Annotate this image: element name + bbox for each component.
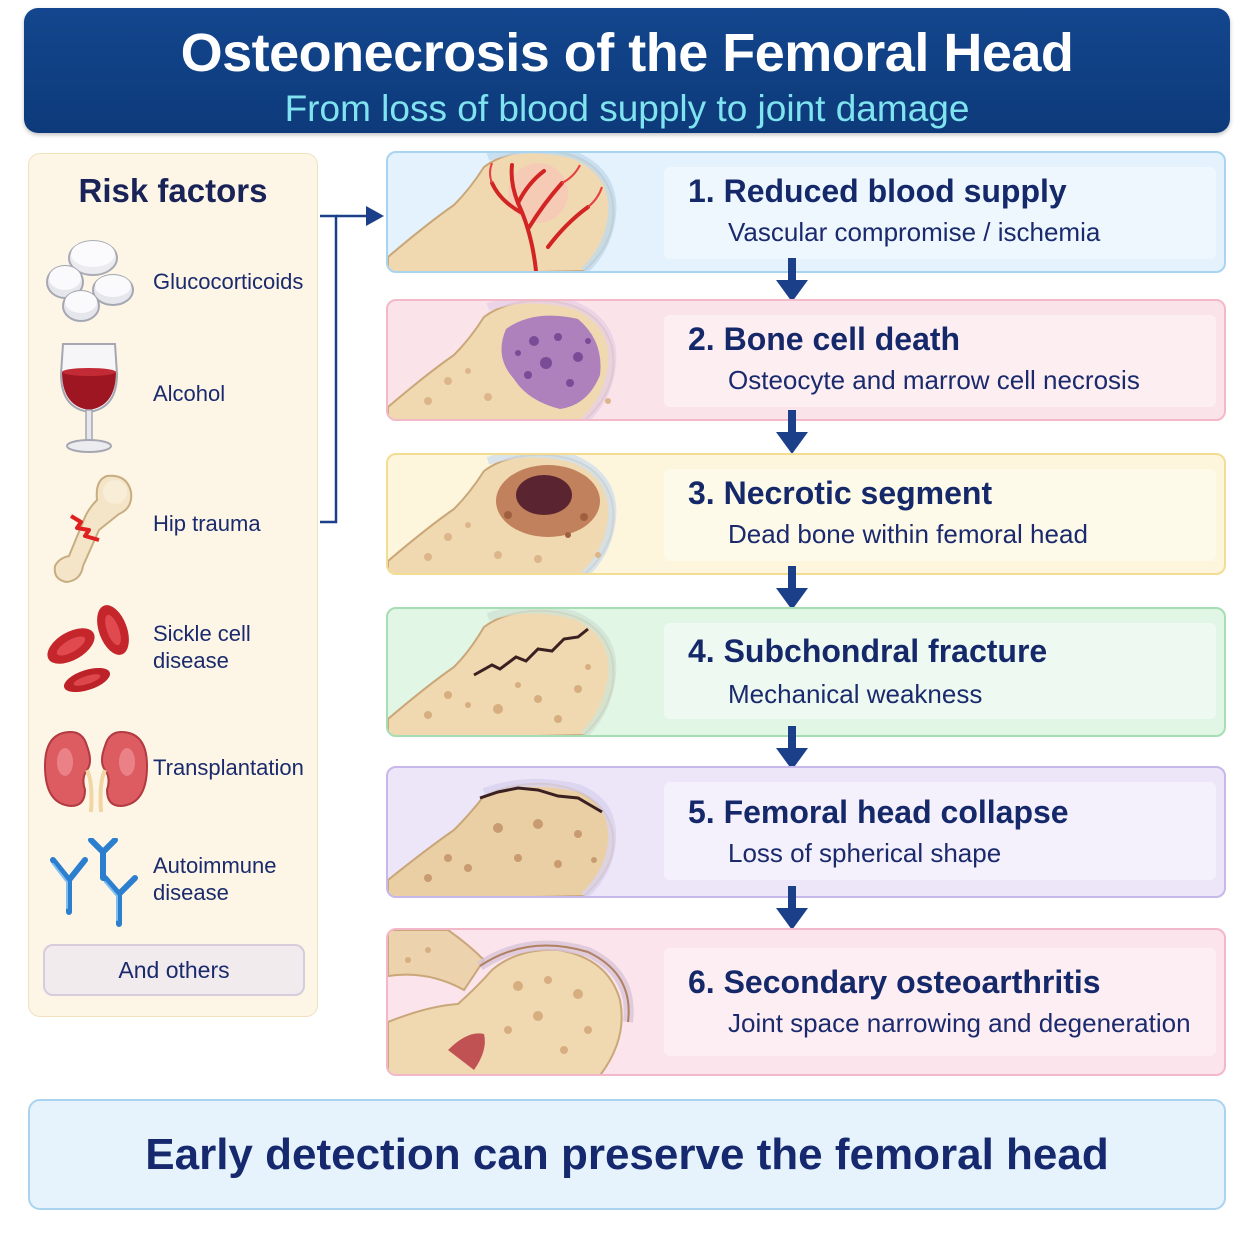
hip-joint-osteoarthritis-icon bbox=[388, 930, 634, 1074]
stage-title: 6. Secondary osteoarthritis bbox=[688, 964, 1101, 1000]
down-arrow-icon bbox=[776, 726, 808, 770]
risk-label: Transplantation bbox=[153, 755, 304, 780]
down-arrow-icon bbox=[776, 886, 808, 930]
kidneys-icon bbox=[43, 730, 149, 813]
and-others-box: And others bbox=[43, 944, 305, 996]
femoral-head-purple-necrosis-icon bbox=[388, 301, 617, 419]
stage-2: 2. Bone cell death Osteocyte and marrow … bbox=[386, 299, 1226, 421]
stage-card bbox=[664, 469, 1216, 561]
down-arrow-icon bbox=[776, 410, 808, 454]
stage-title: 5. Femoral head collapse bbox=[688, 794, 1069, 830]
stage-description: Osteocyte and marrow cell necrosis bbox=[728, 365, 1140, 395]
femoral-head-fracture-icon bbox=[388, 609, 617, 735]
femoral-head-collapse-icon bbox=[388, 778, 617, 896]
risk-factors-panel: Risk factors Glucocorticoids Alcohol bbox=[28, 153, 318, 1017]
antibodies-icon bbox=[50, 838, 138, 927]
stage-card bbox=[664, 315, 1216, 407]
risk-label: Hip trauma bbox=[153, 511, 261, 536]
stage-title: 1. Reduced blood supply bbox=[688, 173, 1067, 209]
stage-5: 5. Femoral head collapse Loss of spheric… bbox=[386, 766, 1226, 898]
stage-description: Vascular compromise / ischemia bbox=[728, 217, 1101, 247]
stage-description: Mechanical weakness bbox=[728, 679, 983, 709]
red-blood-cells-icon bbox=[47, 605, 129, 693]
stage-card bbox=[664, 167, 1216, 259]
header-banner: Osteonecrosis of the Femoral Head From l… bbox=[24, 8, 1230, 133]
femoral-head-necrotic-segment-icon bbox=[388, 455, 617, 573]
stage-card bbox=[664, 782, 1216, 880]
stage-title: 3. Necrotic segment bbox=[688, 475, 993, 511]
stage-description: Dead bone within femoral head bbox=[728, 519, 1088, 549]
pills-icon bbox=[46, 240, 134, 322]
stage-title: 2. Bone cell death bbox=[688, 321, 961, 357]
stage-title: 4. Subchondral fracture bbox=[688, 633, 1048, 669]
stage-description: Loss of spherical shape bbox=[728, 838, 1002, 868]
stage-description: Joint space narrowing and degeneration bbox=[728, 1008, 1191, 1038]
down-arrow-icon bbox=[776, 258, 808, 302]
stage-card bbox=[664, 948, 1216, 1056]
stage-3: 3. Necrotic segment Dead bone within fem… bbox=[386, 453, 1226, 575]
stage-1: 1. Reduced blood supply Vascular comprom… bbox=[386, 151, 1226, 273]
stage-4: 4. Subchondral fracture Mechanical weakn… bbox=[386, 607, 1226, 737]
page-title: Osteonecrosis of the Femoral Head bbox=[180, 23, 1074, 83]
stage-card bbox=[664, 623, 1216, 719]
footer-message: Early detection can preserve the femoral… bbox=[28, 1099, 1226, 1210]
stage-6: 6. Secondary osteoarthritis Joint space … bbox=[386, 928, 1226, 1076]
risk-label: Glucocorticoids bbox=[153, 269, 304, 294]
down-arrow-icon bbox=[776, 566, 808, 610]
risk-factors-title: Risk factors bbox=[78, 172, 268, 209]
wine-glass-icon bbox=[59, 343, 119, 453]
fractured-bone-icon bbox=[53, 474, 133, 584]
risk-label: Sickle cell disease bbox=[153, 621, 251, 673]
page-subtitle: From loss of blood supply to joint damag… bbox=[284, 88, 970, 129]
femoral-head-vessels-icon bbox=[388, 153, 617, 271]
risk-label: Alcohol bbox=[153, 381, 226, 406]
risk-label: Autoimmune disease bbox=[153, 853, 277, 905]
